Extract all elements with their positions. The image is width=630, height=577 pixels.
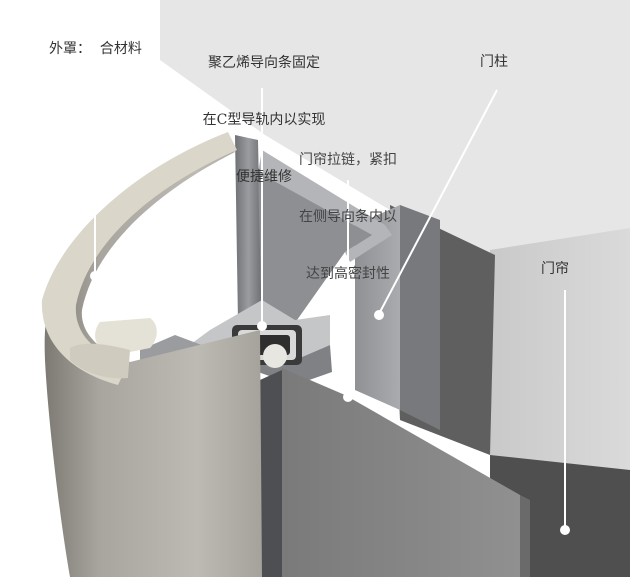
label-curtain: 门帘 bbox=[541, 261, 569, 277]
leader-curtain-dot bbox=[560, 525, 570, 535]
label-zipper-line-1: 门帘拉链，紧扣 bbox=[299, 152, 397, 168]
label-guide-strip: 聚乙烯导向条固定 在C型导轨内以实现 便捷维修 bbox=[184, 16, 344, 206]
label-post: 门柱 bbox=[480, 54, 508, 70]
cover-clip bbox=[95, 318, 157, 355]
label-guide-strip-line-1: 聚乙烯导向条固定 bbox=[208, 55, 320, 71]
zipper-edge bbox=[260, 370, 282, 577]
label-guide-strip-line-2: 在C型导轨内以实现 bbox=[202, 112, 326, 128]
cover-edge bbox=[41, 132, 237, 385]
door-curtain bbox=[282, 368, 520, 577]
leader-post bbox=[379, 89, 498, 313]
label-cover: 外罩： 合材料 bbox=[49, 41, 142, 57]
label-zipper-line-2: 在侧导向条内以 bbox=[299, 209, 397, 225]
curtain-edge bbox=[520, 495, 530, 577]
leader-lines bbox=[90, 88, 570, 535]
wall-top-face bbox=[160, 0, 630, 255]
door-post bbox=[355, 205, 400, 410]
cover-clip-inner bbox=[70, 343, 130, 379]
leader-zipper-dot bbox=[343, 392, 353, 402]
wall bbox=[160, 0, 630, 577]
leader-cover-dot bbox=[90, 271, 100, 281]
label-zipper-line-3: 达到高密封性 bbox=[306, 266, 390, 282]
cover bbox=[41, 132, 262, 577]
leader-post-dot bbox=[374, 310, 384, 320]
label-guide-strip-line-3: 便捷维修 bbox=[236, 169, 292, 185]
door-post-side bbox=[400, 205, 440, 430]
leader-guide-strip-dot bbox=[257, 321, 267, 331]
label-zipper: 门帘拉链，紧扣 在侧导向条内以 达到高密封性 bbox=[280, 113, 416, 303]
